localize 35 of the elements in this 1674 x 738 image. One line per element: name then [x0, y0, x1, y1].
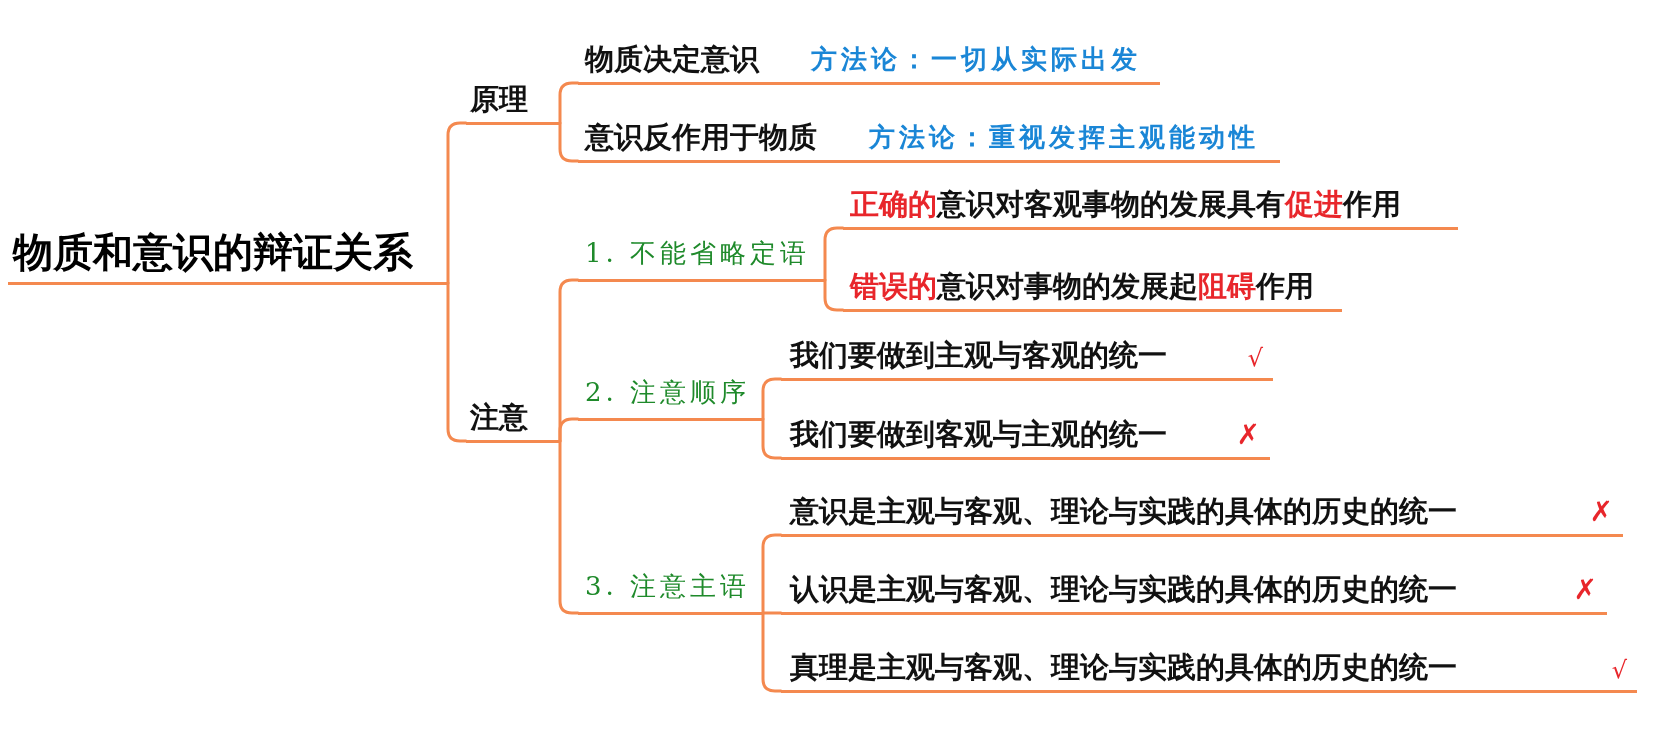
connector-line — [558, 121, 580, 163]
connector-line — [761, 611, 783, 615]
subtopic-heading: 3. 注意主语 — [585, 571, 751, 604]
subtopic-heading: 2. 注意顺序 — [585, 377, 751, 410]
connector-line — [446, 281, 468, 443]
topic-text: 认识是主观与客观、理论与实践的具体的历史的统一 — [790, 571, 1457, 607]
cross-mark: ✗ — [1589, 497, 1613, 526]
topic-text: 错误的意识对事物的发展起阻碍作用 — [850, 268, 1314, 304]
root-topic-text: 物质和意识的辩证关系 — [13, 228, 413, 276]
connector-line — [558, 439, 580, 615]
connector-line — [558, 417, 580, 443]
check-mark: √ — [1247, 345, 1263, 370]
connector-line — [761, 417, 783, 460]
topic-text: 物质决定意识 — [585, 41, 759, 77]
connector-line — [446, 121, 468, 285]
cross-mark: ✗ — [1236, 420, 1260, 449]
connector-line — [558, 81, 580, 125]
connector-line — [761, 377, 783, 421]
connector-line — [823, 278, 845, 312]
method-note: 方法论：重视发挥主观能动性 — [869, 122, 1259, 155]
topic-text: 我们要做到主观与客观的统一 — [790, 337, 1167, 373]
topic-text: 我们要做到客观与主观的统一 — [790, 416, 1167, 452]
topic-text: 真理是主观与客观、理论与实践的具体的历史的统一 — [790, 649, 1457, 685]
cross-mark: ✗ — [1573, 575, 1597, 604]
topic-text: 原理 — [470, 81, 528, 117]
method-note: 方法论：一切从实际出发 — [811, 44, 1141, 77]
connector-line — [761, 533, 783, 615]
check-mark: √ — [1611, 657, 1627, 682]
topic-text: 正确的意识对客观事物的发展具有促进作用 — [850, 186, 1401, 222]
topic-text: 意识反作用于物质 — [585, 119, 817, 155]
connector-line — [761, 611, 783, 693]
subtopic-heading: 1. 不能省略定语 — [585, 238, 811, 271]
topic-text: 注意 — [470, 399, 528, 435]
connector-line — [823, 226, 845, 282]
topic-text: 意识是主观与客观、理论与实践的具体的历史的统一 — [790, 493, 1457, 529]
